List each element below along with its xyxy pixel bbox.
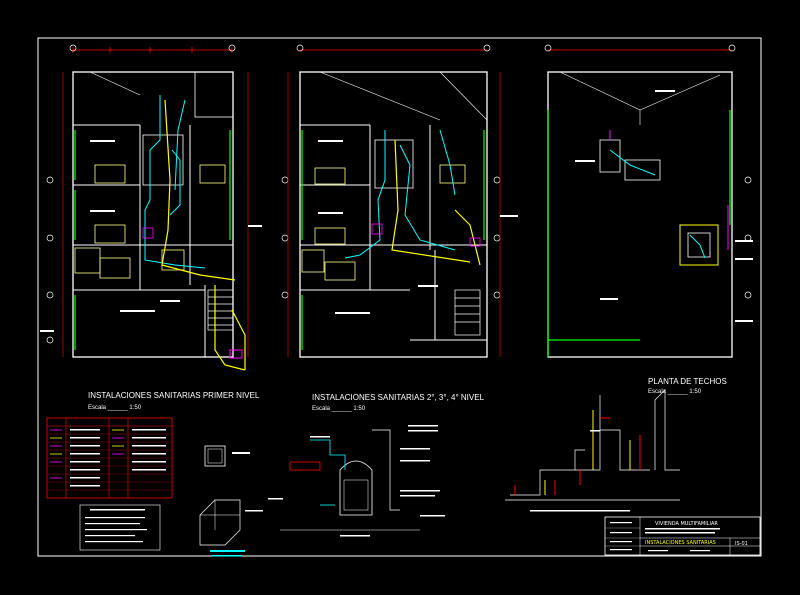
plan-first-floor: INSTALACIONES SANITARIAS PRIMER NIVEL Es… — [40, 44, 262, 411]
plan-upper-floors: INSTALACIONES SANITARIAS 2°, 3°, 4° NIVE… — [281, 44, 518, 412]
first-floor-plan-title: INSTALACIONES SANITARIAS PRIMER NIVEL — [88, 391, 260, 400]
title-block: VIVIENDA MULTIFAMILIAR INSTALACIONES SAN… — [604, 516, 761, 556]
upper-floors-plan-scale: Escala ______ 1:50 — [312, 406, 366, 412]
upper-floors-plan-title: INSTALACIONES SANITARIAS 2°, 3°, 4° NIVE… — [312, 393, 485, 402]
registry-detail — [199, 445, 263, 557]
first-floor-plan-scale: Escala ______ 1:50 — [88, 405, 142, 411]
roof-plan-scale: Escala ______ 1:50 — [648, 389, 702, 395]
plan-roof: PLANTA DE TECHOS Escala ______ 1:50 — [544, 44, 753, 395]
title-block-sheet-name: INSTALACIONES SANITARIAS — [645, 540, 716, 546]
legend-table — [46, 417, 173, 499]
title-block-sheet-number: IS-01 — [735, 541, 748, 547]
tank-detail — [268, 425, 445, 537]
roof-plan-title: PLANTA DE TECHOS — [648, 377, 727, 386]
title-block-project: VIVIENDA MULTIFAMILIAR — [655, 521, 718, 527]
riser-diagram — [505, 389, 680, 512]
notes-box — [79, 504, 161, 551]
sheet-border — [37, 37, 762, 557]
